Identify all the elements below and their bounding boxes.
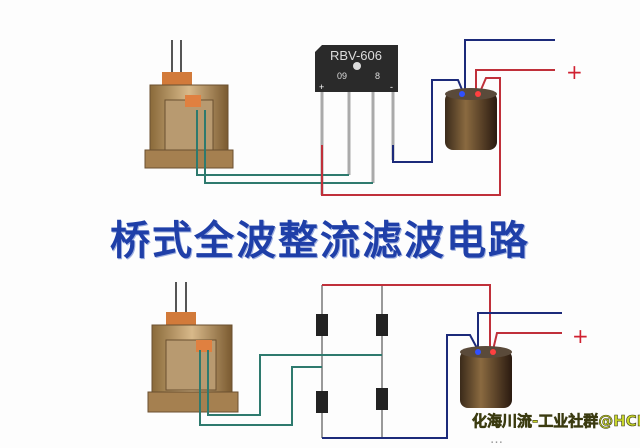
bottom-plus-sign: + (572, 324, 589, 348)
diagram-title: 桥式全波整流滤波电路 (110, 218, 530, 264)
diode-d4 (376, 388, 388, 410)
bridge-rectifier: RBV-606 09 8 + - (315, 45, 398, 195)
top-wires (196, 39, 555, 196)
bottom-capacitor (460, 346, 512, 408)
diodes (316, 314, 388, 413)
bridge-minus-label: - (390, 82, 393, 92)
watermark-subtext: … (490, 432, 503, 447)
bridge-code-right: 8 (375, 71, 380, 81)
watermark: 化海川流-工业社群@HCBBS (472, 412, 640, 431)
top-transformer (144, 40, 234, 169)
bottom-transformer (147, 282, 239, 413)
diode-d3 (316, 391, 328, 413)
bridge-model-label: RBV-606 (330, 48, 382, 63)
bottom-wires (199, 284, 562, 439)
diode-d1 (316, 314, 328, 336)
bridge-plus-label: + (319, 82, 324, 92)
top-capacitor (445, 88, 497, 150)
top-plus-sign: + (566, 60, 583, 84)
bridge-code-left: 09 (337, 71, 347, 81)
diode-d2 (376, 314, 388, 336)
